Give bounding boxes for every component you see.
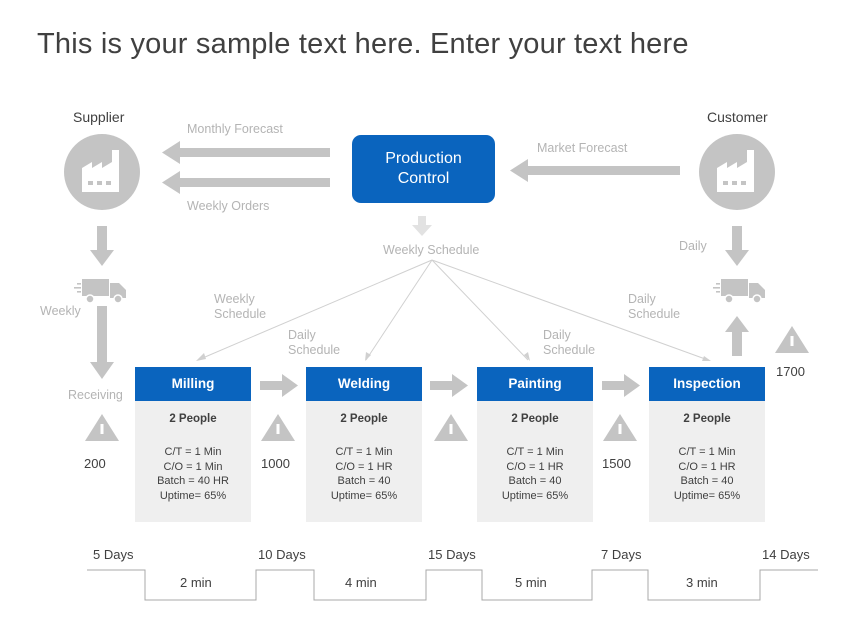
- market-forecast-arrow: [510, 159, 680, 182]
- process-people: 2 People: [683, 413, 731, 425]
- timeline-days: 5 Days: [93, 547, 134, 562]
- inventory-value: 1000: [261, 456, 290, 471]
- customer-factory-icon: [699, 134, 775, 210]
- timeline-days: 10 Days: [258, 547, 306, 562]
- daily-shipment-label: Daily: [679, 239, 707, 253]
- timeline-minutes: 5 min: [515, 575, 547, 590]
- timeline-days: 15 Days: [428, 547, 476, 562]
- timeline-minutes: 4 min: [345, 575, 377, 590]
- production-control-box: Production Control: [352, 135, 495, 203]
- receiving-label: Receiving: [68, 388, 123, 402]
- customer-label: Customer: [707, 109, 768, 125]
- page-title: This is your sample text here. Enter you…: [37, 28, 689, 60]
- weekly-shipment-label: Weekly: [40, 304, 81, 318]
- process-stats: C/T = 1 Min C/O = 1 HR Batch = 40 Uptime…: [330, 446, 398, 502]
- daily-schedule-welding-label: Daily Schedule: [288, 328, 341, 357]
- process-people: 2 People: [169, 413, 217, 425]
- shipping-up-arrow: [725, 316, 749, 356]
- weekly-orders-label: Weekly Orders: [187, 199, 270, 213]
- timeline-line: [87, 569, 818, 601]
- process-name: Painting: [477, 367, 593, 401]
- process-stats: C/T = 1 Min C/O = 1 HR Batch = 40 Uptime…: [501, 446, 569, 502]
- process-stats: C/T = 1 Min C/O = 1 HR Batch = 40 Uptime…: [673, 446, 741, 502]
- supplier-truck-icon: [74, 279, 126, 304]
- schedule-lines: [197, 259, 709, 361]
- weekly-orders-arrow: [162, 171, 330, 194]
- inventory-triangle-icon: [85, 414, 119, 441]
- inventory-triangle-icon: [434, 414, 468, 441]
- push-arrow-3: [602, 374, 640, 397]
- market-forecast-label: Market Forecast: [537, 141, 628, 155]
- process-box-welding: Welding 2 People C/T = 1 Min C/O = 1 HR …: [306, 367, 422, 522]
- process-box-painting: Painting 2 People C/T = 1 Min C/O = 1 HR…: [477, 367, 593, 522]
- push-arrow-2: [430, 374, 468, 397]
- inventory-value: 200: [84, 456, 106, 471]
- process-name: Welding: [306, 367, 422, 401]
- timeline-days: 7 Days: [601, 547, 642, 562]
- schedule-arrowheads: [196, 352, 711, 361]
- weekly-schedule-label: Weekly Schedule: [383, 243, 480, 257]
- production-control-line2: Control: [397, 170, 450, 187]
- receiving-down-arrow: [90, 306, 114, 379]
- inventory-triangle-icon: [261, 414, 295, 441]
- daily-schedule-painting-label: Daily Schedule: [543, 328, 596, 357]
- supplier-down-arrow: [90, 226, 114, 266]
- weekly-schedule-branch-label: Weekly Schedule: [214, 292, 267, 321]
- inventory-value: 1500: [602, 456, 631, 471]
- monthly-forecast-arrow: [162, 141, 330, 164]
- daily-schedule-inspection-label: Daily Schedule: [628, 292, 681, 321]
- production-control-line1: Production: [385, 150, 462, 167]
- supplier-label: Supplier: [73, 109, 125, 125]
- process-box-milling: Milling 2 People C/T = 1 Min C/O = 1 Min…: [135, 367, 251, 522]
- push-arrow-1: [260, 374, 298, 397]
- process-name: Milling: [135, 367, 251, 401]
- inventory-triangle-icon: [603, 414, 637, 441]
- inventory-triangle-icon: [775, 326, 809, 353]
- timeline-days: 14 Days: [762, 547, 810, 562]
- customer-down-arrow: [725, 226, 749, 266]
- timeline-minutes: 2 min: [180, 575, 212, 590]
- process-name: Inspection: [649, 367, 765, 401]
- customer-truck-icon: [713, 279, 765, 304]
- timeline-minutes: 3 min: [686, 575, 718, 590]
- production-control-down-arrow: [412, 216, 432, 236]
- process-box-inspection: Inspection 2 People C/T = 1 Min C/O = 1 …: [649, 367, 765, 522]
- process-stats: C/T = 1 Min C/O = 1 Min Batch = 40 HR Up…: [157, 446, 229, 502]
- monthly-forecast-label: Monthly Forecast: [187, 122, 283, 136]
- inventory-value: 1700: [776, 364, 805, 379]
- process-people: 2 People: [511, 413, 559, 425]
- supplier-factory-icon: [64, 134, 140, 210]
- process-people: 2 People: [340, 413, 388, 425]
